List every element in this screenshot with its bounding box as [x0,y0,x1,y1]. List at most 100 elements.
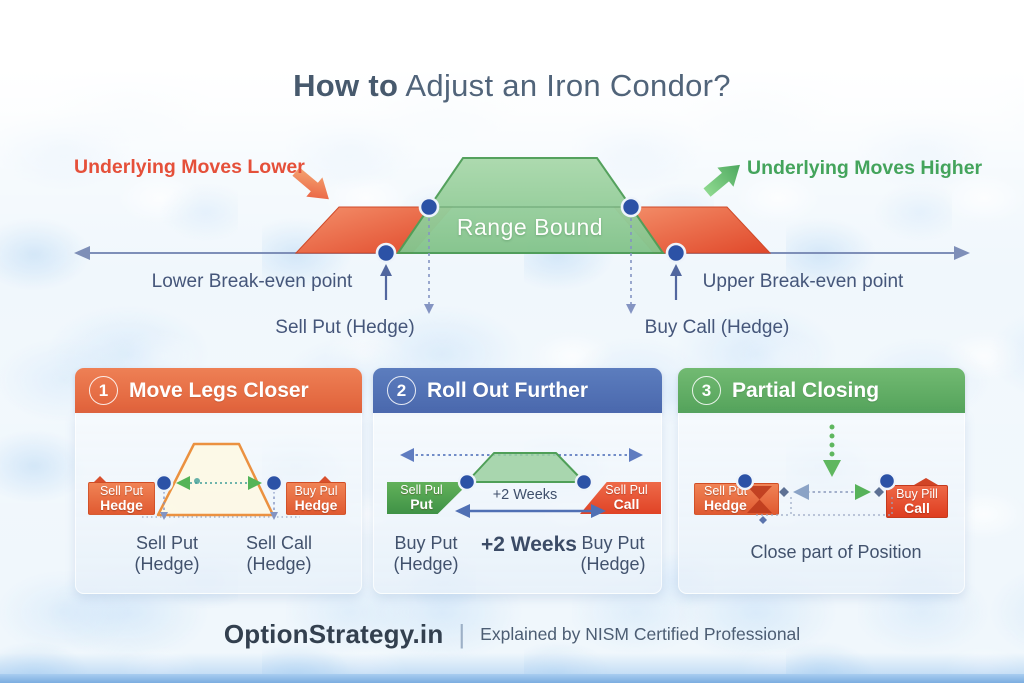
panel2-banner-left-line1: Sell Pul [400,483,443,498]
panel1-banner-notch-left-icon [94,476,106,482]
panel2-label-right-line1: Buy Put [581,533,645,553]
moves-lower-arrow-icon [292,167,329,200]
panel3-title: Partial Closing [732,378,880,402]
label-lower-breakeven: Lower Break-even point [151,271,353,292]
page-title: How to Adjust an Iron Condor? [0,68,1024,104]
left-strike-dot [418,196,440,218]
panel3-graphic [735,424,938,524]
lower-breakeven-dot [375,242,397,264]
panel2-header: 2 Roll Out Further [373,368,662,413]
axis-arrow-left-icon [74,246,90,260]
upper-breakeven-dot [665,242,687,264]
page-title-rest: Adjust an Iron Condor? [398,68,731,103]
panel3-dot-arrow-4 [829,451,835,457]
label-range-bound: Range Bound [456,214,604,240]
panel3-banner-buy-call: Buy Pill Call [886,485,948,518]
panel3-diamond-right-icon [874,487,884,497]
panel1-banner-left-line2: Hedge [100,496,143,513]
iron-condor-payoff-graphic [74,157,970,314]
panel2-banner-right-line2: Call [613,496,640,513]
panel2-span-arrow-right-icon [629,448,643,462]
moves-higher-arrow-icon [703,164,740,197]
panel1-body: Sell Put Hedge Buy Pul Hedge Sell Put (H… [75,413,362,594]
bottom-wash [0,653,1024,675]
upper-be-pointer-arrow-icon [670,264,682,276]
label-upper-breakeven: Upper Break-even point [702,271,904,292]
brand-name: OptionStrategy.in [223,619,444,649]
label-underlying-moves-higher: Underlying Moves Higher [747,157,983,179]
panel3-dot-arrow-1 [829,424,835,430]
panel1-label-right-line2: (Hedge) [246,554,312,575]
panel3-header: 3 Partial Closing [678,368,965,413]
panel2-label-left-line1: Buy Put [394,533,458,553]
panel1-drop-arrow-left-icon [160,512,168,520]
panel1-inward-arrow-left-icon [176,476,190,490]
footer-tagline: Explained by NISM Certified Professional [480,624,801,644]
panel1-banner-right-line2: Hedge [294,496,338,513]
panel2-weeks-small: +2 Weeks [492,487,558,503]
panel3-banner-left-line2: Hedge [704,497,747,514]
panel2-weeks-arrow-left-icon [455,504,470,518]
axis-arrow-right-icon [954,246,970,260]
panel-move-legs-closer: 1 Move Legs Closer Sell Put [75,368,362,594]
panel1-banner-sell-put: Sell Put Hedge [88,482,155,515]
bottom-edge-stripe [0,674,1024,683]
panel1-trapezoid [156,442,275,517]
panel-partial-closing: 3 Partial Closing [678,368,965,594]
panel3-diamond-left-icon [779,487,789,497]
panel1-header: 1 Move Legs Closer [75,368,362,413]
panel1-inward-arrow-right-icon [248,476,262,490]
panel2-banner-right-line1: Sell Pul [605,483,648,498]
panel3-banner-notch-icon [914,478,938,485]
panel3-caption: Close part of Position [750,542,922,562]
panel3-down-arrow-icon [823,460,841,477]
panel3-left-dot [735,471,755,491]
panel1-banner-right-line1: Buy Pul [294,483,338,498]
page-title-bold: How to [293,68,399,103]
left-dropline-arrow-icon [424,304,434,314]
panel3-right-dot [877,471,897,491]
range-bound-profit-zone [396,157,665,254]
panel3-banner-right-line1: Buy Pill [896,486,938,501]
panel1-label-left: Sell Put (Hedge) [134,533,199,575]
panel1-label-left-line1: Sell Put [135,533,199,553]
panel2-label-right: Buy Put (Hedge) [580,533,645,575]
panel1-small-glyph [194,478,200,484]
footer: OptionStrategy.in | Explained by NISM Ce… [0,619,1024,650]
panel1-number-badge: 1 [89,376,118,405]
panel2-title: Roll Out Further [427,378,588,402]
panel2-body: Sell Pul Put Sell Pul Call +2 Weeks +2 W… [373,413,662,594]
panel2-span-arrow-left-icon [400,448,414,462]
panel1-drop-arrow-right-icon [270,512,278,520]
right-strike-dot [620,196,642,218]
panel3-right-arrow-icon [855,484,871,500]
panel2-weeks-large: +2 Weeks [481,533,577,556]
panel3-number-badge: 3 [692,376,721,405]
panel1-label-right: Sell Call (Hedge) [246,533,312,575]
panel3-dot-arrow-3 [829,442,835,448]
panel3-close-x-icon [747,486,772,513]
footer-separator: | [458,619,466,649]
label-underlying-moves-lower: Underlying Moves Lower [74,156,305,178]
panel3-small-diamond-icon [759,516,767,524]
panel2-weeks-arrow-right-icon [591,504,606,518]
label-buy-call-hedge: Buy Call (Hedge) [644,317,790,338]
panel1-label-left-line2: (Hedge) [134,554,200,575]
panel3-dotted-guides [756,497,893,516]
panel2-label-right-line2: (Hedge) [580,554,646,575]
panel2-right-dot [574,472,594,492]
right-dropline-arrow-icon [626,304,636,314]
panel2-banner-left-line2: Put [410,496,433,513]
panel2-graphic [400,448,643,518]
panel1-right-dot [264,473,284,493]
panel1-title: Move Legs Closer [129,378,309,402]
panel2-label-left-line2: (Hedge) [393,554,459,575]
panel3-body: Sell Put Hedge Buy Pill Call Close part … [678,413,965,594]
panel2-left-dot [457,472,477,492]
lower-be-pointer-arrow-icon [380,264,392,276]
panel1-graphic [94,442,331,520]
panel1-left-dot [154,473,174,493]
panel2-trapezoid [466,452,585,483]
panel3-banner-left-line1: Sell Put [704,484,748,499]
